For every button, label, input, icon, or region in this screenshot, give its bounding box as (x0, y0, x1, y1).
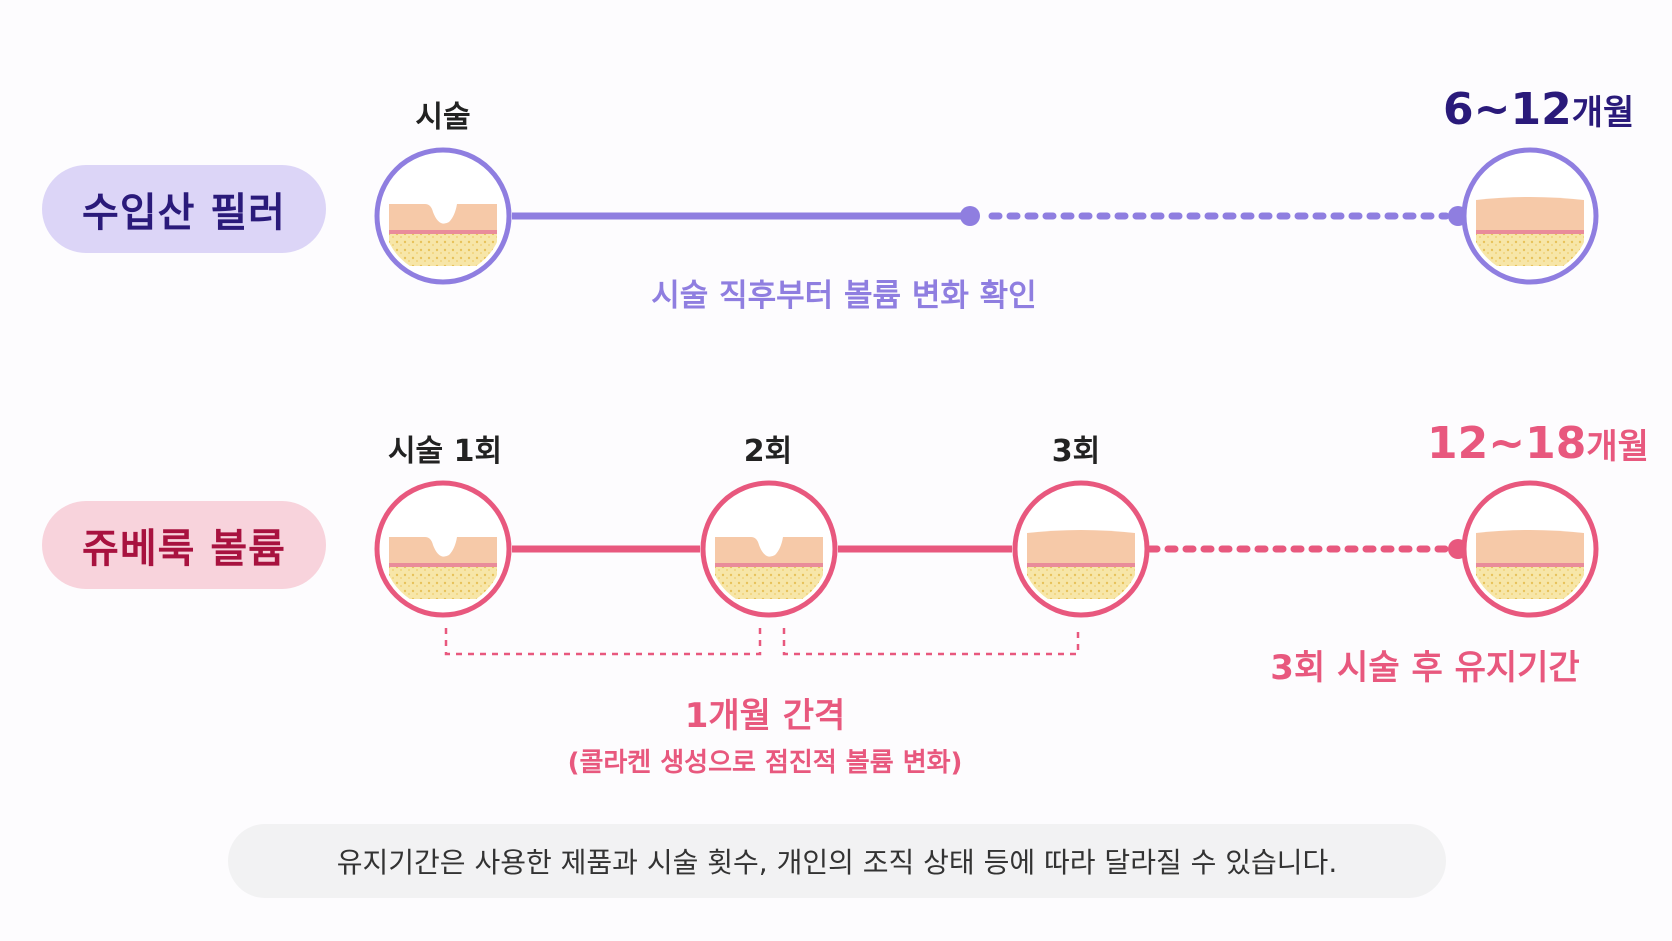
row2-label-1: 시술 1회 (387, 434, 503, 469)
interval-label: 1개월 간격 (684, 696, 846, 736)
filled-skin-icon (1025, 528, 1137, 601)
juvelook-pill: 쥬베룩 볼륨 (42, 501, 326, 589)
row2-circle-2 (700, 480, 838, 618)
row2-duration: 12~18개월 (1427, 418, 1649, 469)
row1-start-label: 시술 (415, 100, 471, 135)
row1-circle-end (1461, 147, 1599, 285)
row2-caption-right: 3회 시술 후 유지기간 (1270, 648, 1580, 688)
row2-label-2: 2회 (743, 434, 793, 469)
row2-label-3: 3회 (1051, 434, 1101, 469)
row1-mid-dot (960, 206, 980, 226)
row1-duration: 6~12개월 (1443, 84, 1635, 135)
row1-circle-start (374, 147, 512, 285)
interval-sublabel: (콜라켄 생성으로 점진적 볼륨 변화) (567, 748, 963, 778)
filled-skin-icon (1474, 195, 1586, 268)
filler-pill: 수입산 필러 (42, 165, 326, 253)
interval-bracket-2 (782, 628, 1080, 656)
disclaimer-note: 유지기간은 사용한 제품과 시술 횟수, 개인의 조직 상태 등에 따라 달라질… (228, 824, 1446, 898)
filled-skin-icon (1474, 528, 1586, 601)
interval-bracket-1 (444, 628, 762, 656)
row2-circle-1 (374, 480, 512, 618)
row2-circle-4 (1461, 480, 1599, 618)
row2-circle-3 (1012, 480, 1150, 618)
row1-caption: 시술 직후부터 볼륨 변화 확인 (651, 278, 1037, 314)
